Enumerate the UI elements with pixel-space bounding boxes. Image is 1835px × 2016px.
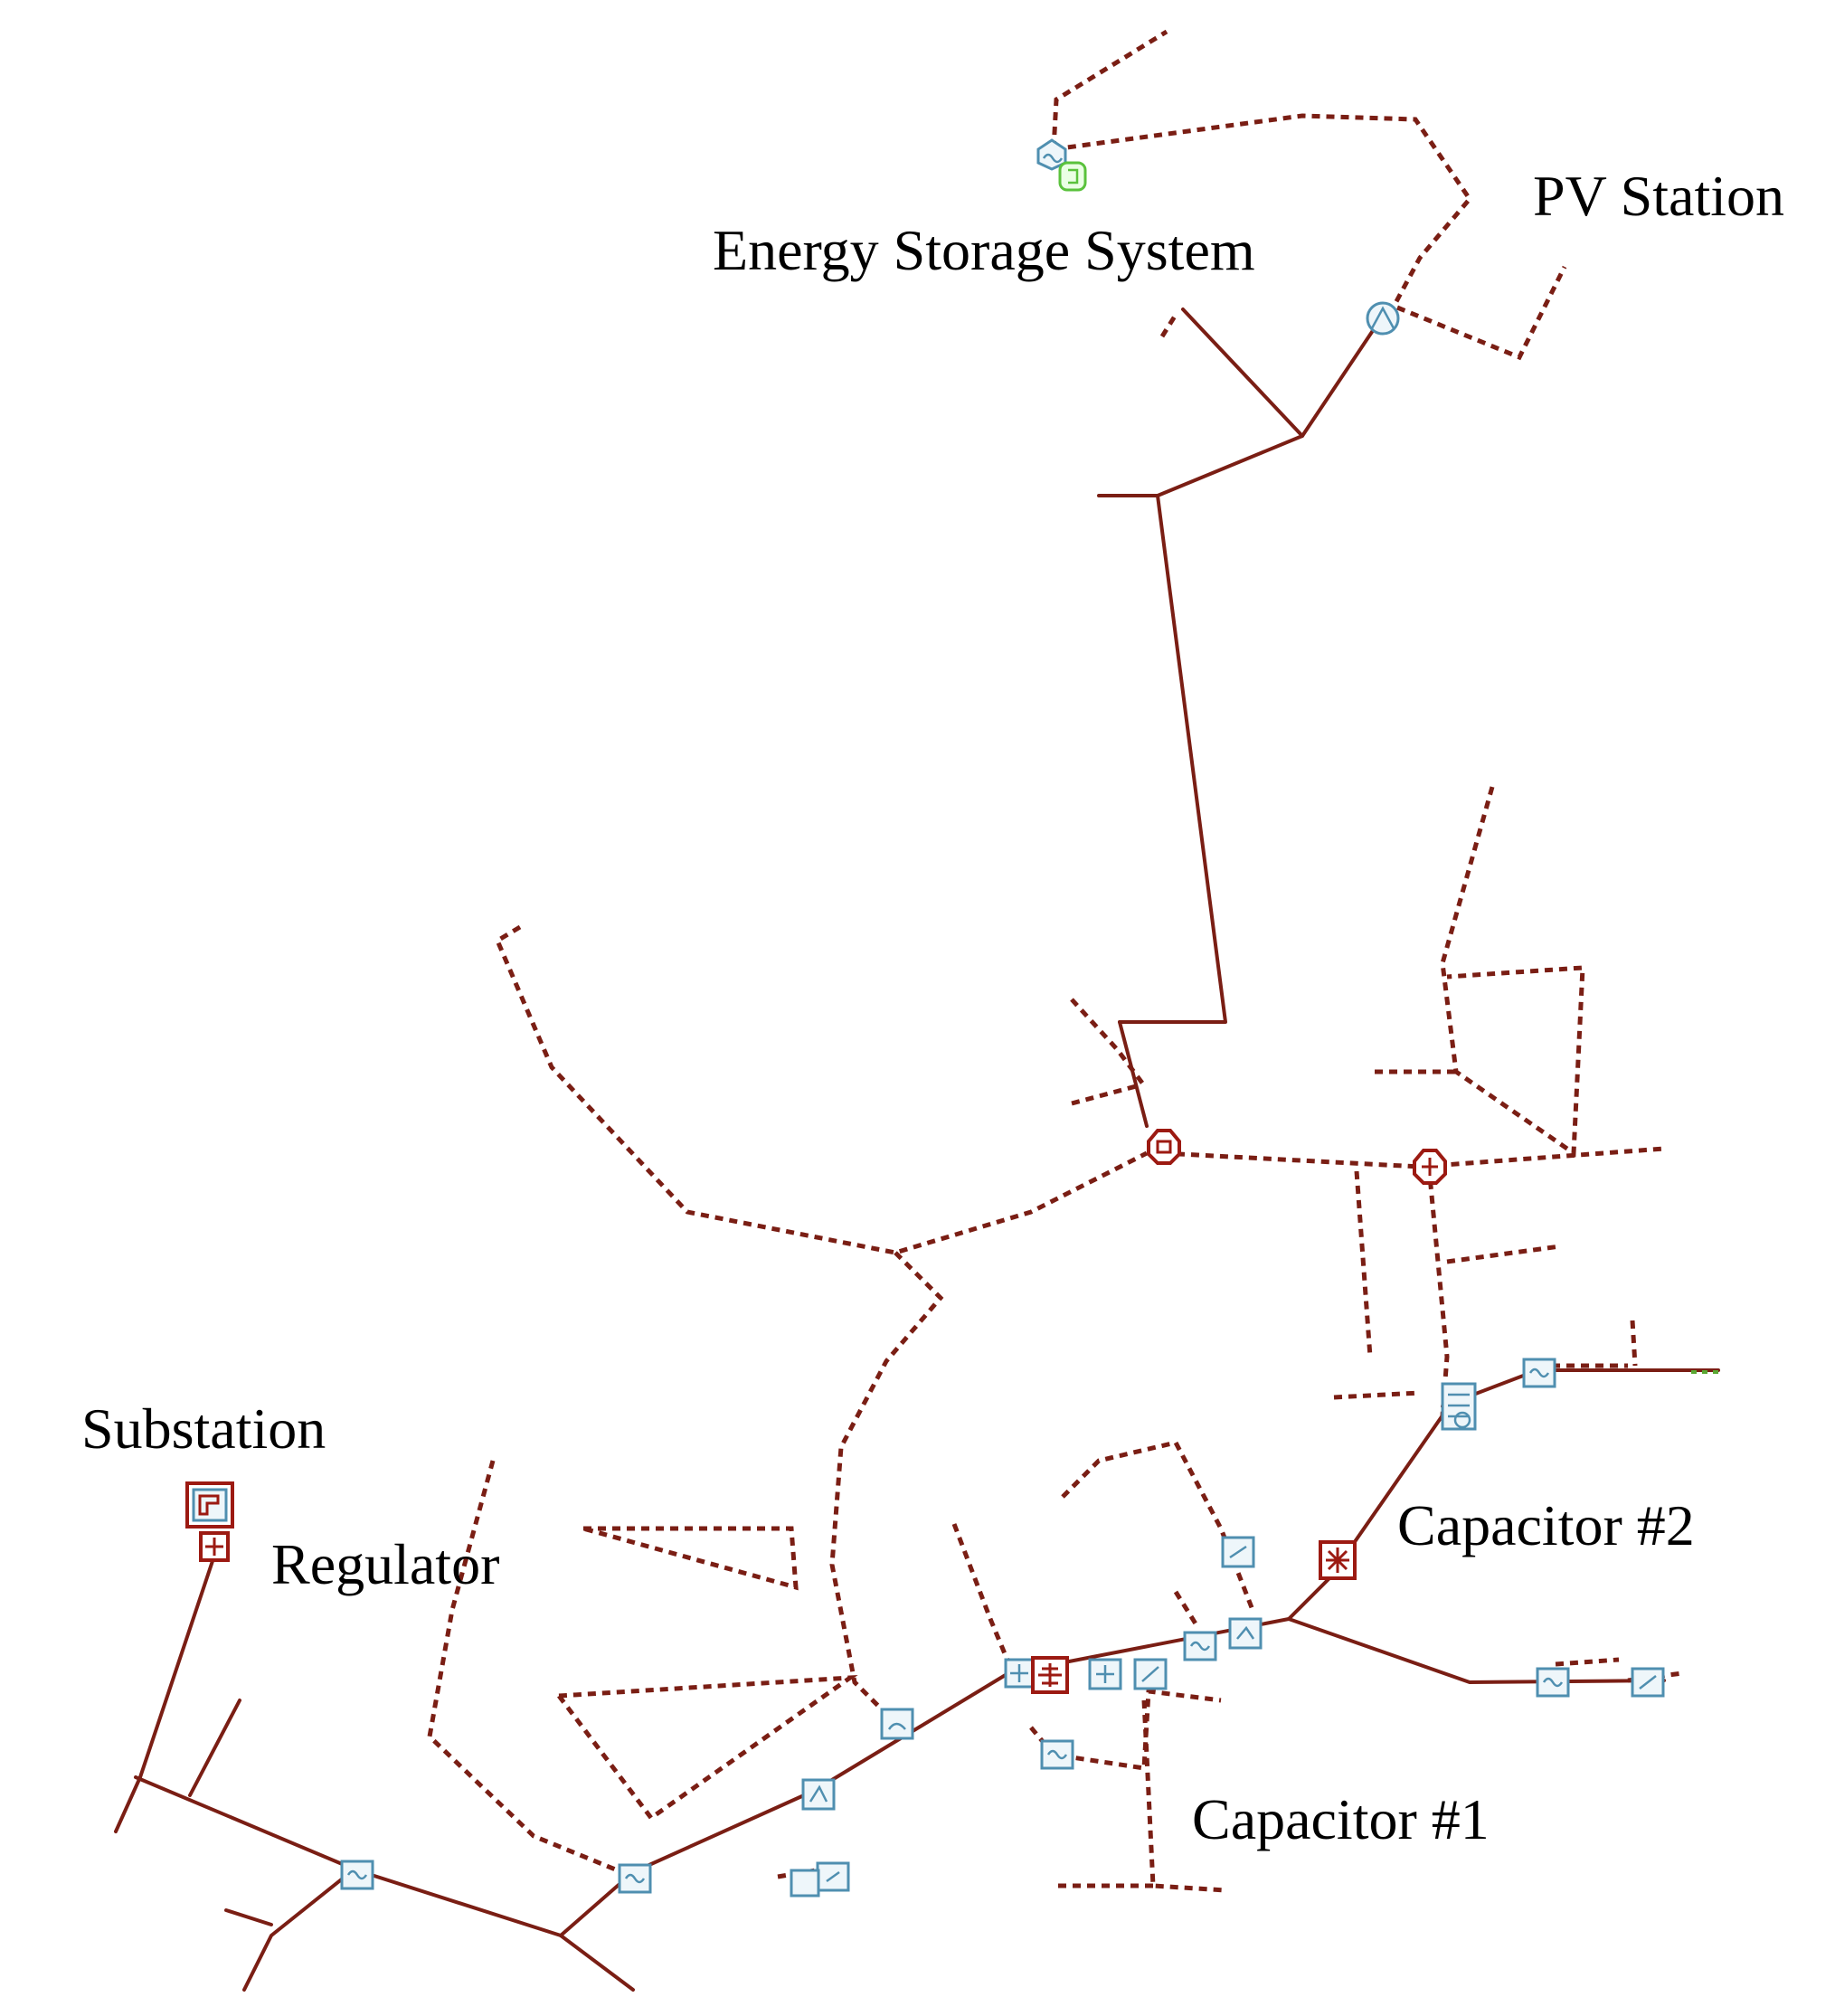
transformer-icon: [1040, 1739, 1074, 1770]
lateral-cap1-down: [1141, 1699, 1226, 1893]
lateral-mid-1: [951, 1523, 1016, 1674]
lateral-mid-2: [1061, 1440, 1255, 1611]
transformer-icon: [1221, 1536, 1255, 1568]
transformer-icon: [790, 1869, 820, 1898]
transformer-icon: [1133, 1658, 1168, 1690]
capacitor-1-icon: [1031, 1656, 1069, 1694]
transformer-icon: [618, 1863, 652, 1894]
north-diagonal: [1181, 308, 1304, 438]
switch-node-1-icon: [1147, 1129, 1181, 1165]
lateral-ess-top: [1051, 29, 1168, 150]
transformer-icon: [816, 1861, 850, 1892]
branch-to-main: [559, 1617, 1291, 1937]
lateral-central-down: [829, 1251, 944, 1720]
battery-icon: [1058, 161, 1087, 192]
energy-storage-label: Energy Storage System: [713, 218, 1255, 282]
lateral-ess-loop: [1053, 113, 1473, 318]
lateral-lines: [427, 29, 1718, 1893]
lateral-upper-right-2: [1333, 1390, 1421, 1400]
transformer-icon: [1441, 1382, 1477, 1431]
lateral-left-tri: [582, 1526, 799, 1591]
lateral-node-north-1: [1070, 998, 1146, 1087]
lateral-right-end-2: [1627, 1671, 1683, 1683]
lateral-pv-right: [1396, 265, 1567, 361]
lateral-ne-tree: [1440, 786, 1585, 1158]
transformer-icon: [1536, 1667, 1570, 1698]
transformer-icon: [1522, 1358, 1556, 1388]
energy-storage-icon: [1036, 138, 1067, 171]
transformer-icon: [1631, 1667, 1665, 1698]
upper-right-branch: [1441, 1368, 1720, 1408]
regulator-label: Regulator: [271, 1532, 500, 1596]
transformer-icon: [340, 1860, 374, 1890]
lateral-west-arc: [494, 924, 1149, 1255]
lateral-left-v: [557, 1674, 858, 1822]
transformer-icon: [1183, 1631, 1217, 1661]
transformer-icon: [1228, 1617, 1263, 1650]
capacitor-1-label: Capacitor #1: [1192, 1787, 1490, 1851]
lateral-left-loop: [427, 1460, 634, 1879]
lateral-mid-3: [1173, 1590, 1201, 1630]
lateral-right-end: [1555, 1657, 1620, 1667]
transformer-icon: [1088, 1658, 1122, 1690]
lateral-upper-right-stub: [1630, 1320, 1638, 1367]
regulator-icon: [199, 1531, 230, 1562]
capacitor-2-icon: [1319, 1540, 1357, 1580]
branch-left-2: [242, 1869, 355, 1992]
lateral-top-stub: [1159, 313, 1178, 338]
right-stub-line: [1287, 1617, 1666, 1684]
devices: [340, 138, 1665, 1898]
branch-left-1: [188, 1699, 241, 1797]
transformer-icon: [1004, 1658, 1035, 1689]
lateral-node-east: [1161, 1146, 1665, 1169]
north-trunk: [1118, 319, 1381, 1024]
substation-label: Substation: [81, 1396, 326, 1461]
lateral-node2-stub: [1446, 1244, 1561, 1264]
capacitor-2-label: Capacitor #2: [1397, 1493, 1695, 1557]
transformer-icon: [801, 1778, 836, 1811]
transformer-icon: [880, 1708, 914, 1740]
trunk-lower-left: [134, 1775, 635, 1992]
switch-node-2-icon: [1413, 1149, 1447, 1185]
pv-inverter-icon: [1366, 301, 1400, 336]
lateral-node2-down: [1426, 1166, 1450, 1416]
lateral-node-north-2: [1071, 1083, 1140, 1106]
branch-left-3: [224, 1908, 273, 1926]
lateral-node2-left: [1354, 1170, 1373, 1358]
substation-icon: [185, 1481, 234, 1529]
trunk-to-node: [1118, 1020, 1149, 1128]
main-feeder-lines: [114, 308, 1720, 1992]
pv-station-label: PV Station: [1533, 164, 1784, 228]
red-equipment: [185, 1129, 1447, 1694]
